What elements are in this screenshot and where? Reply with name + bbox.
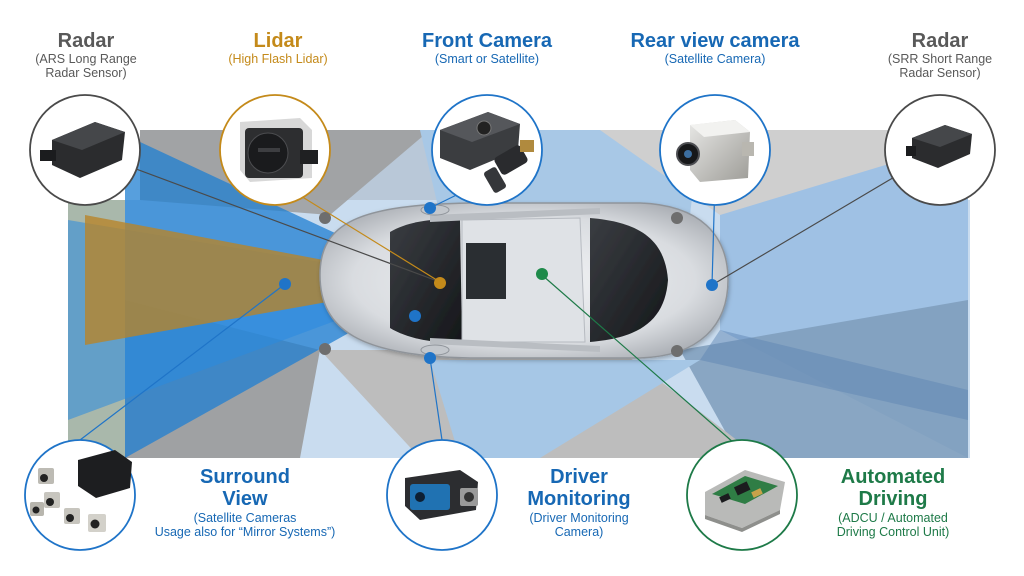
adcu-marker bbox=[536, 268, 548, 280]
driver-camera-marker bbox=[409, 310, 421, 322]
front-camera-subtitle: (Smart or Satellite) bbox=[434, 52, 540, 67]
bottom-camera-zone bbox=[430, 360, 700, 458]
sensor-markers bbox=[279, 202, 718, 364]
driver-monitoring-camera-icon bbox=[386, 439, 498, 551]
lidar-marker bbox=[434, 277, 446, 289]
label-rear-camera: Rear view camera (Satellite Camera) bbox=[612, 30, 818, 66]
label-radar-right: Radar (SRR Short Range Radar Sensor) bbox=[866, 30, 1014, 80]
surround-view-connector bbox=[79, 283, 286, 441]
automated-driving-connector bbox=[541, 274, 743, 451]
rear-camera-title: Rear view camera bbox=[630, 30, 800, 52]
driver-monitoring-subtitle: (Driver Monitoring bbox=[529, 510, 629, 525]
front-camera-icon bbox=[431, 94, 543, 206]
label-front-camera: Front Camera (Smart or Satellite) bbox=[398, 30, 576, 66]
rear-camera-icon bbox=[659, 94, 771, 206]
label-surround-view: Surround View (Satellite Cameras Usage a… bbox=[140, 466, 350, 539]
automated-driving-subtitle: (ADCU / Automated bbox=[838, 510, 948, 525]
surround-view-subtitle: Usage also for “Mirror Systems”) bbox=[154, 524, 336, 539]
rear-camera-subtitle: (Satellite Camera) bbox=[664, 52, 766, 67]
corner-marker bbox=[671, 212, 683, 224]
short-range-radar-icon bbox=[884, 94, 996, 206]
lidar-sensor-icon bbox=[219, 94, 331, 206]
driver-monitoring-connector bbox=[429, 357, 443, 441]
automated-driving-subtitle: Driving Control Unit) bbox=[836, 524, 950, 539]
control-unit-icon bbox=[686, 439, 798, 551]
label-driver-monitoring: Driver Monitoring (Driver Monitoring Cam… bbox=[506, 466, 652, 539]
driver-monitoring-title: Driver bbox=[550, 466, 608, 488]
radar-left-subtitle: Radar Sensor) bbox=[45, 66, 127, 81]
front-camera-title: Front Camera bbox=[421, 30, 553, 52]
front-camera-marker bbox=[424, 202, 436, 214]
label-lidar: Lidar (High Flash Lidar) bbox=[200, 30, 356, 66]
radar-right-subtitle: (SRR Short Range bbox=[887, 52, 993, 67]
radar-left-title: Radar bbox=[57, 30, 115, 52]
lidar-beam bbox=[85, 215, 440, 345]
driver-monitoring-subtitle: Camera) bbox=[554, 524, 604, 539]
radar-right-subtitle: Radar Sensor) bbox=[899, 66, 981, 81]
label-automated-driving: Automated Driving (ADCU / Automated Driv… bbox=[808, 466, 978, 539]
radar-left-subtitle: (ARS Long Range bbox=[35, 52, 137, 67]
car-top-view-icon bbox=[319, 202, 729, 359]
coverage-stripe bbox=[700, 330, 968, 420]
surround-view-subtitle: (Satellite Cameras bbox=[193, 510, 297, 525]
corner-marker bbox=[319, 343, 331, 355]
corner-marker bbox=[671, 345, 683, 357]
radar-right-title: Radar bbox=[911, 30, 969, 52]
surround-view-title: Surround bbox=[200, 466, 290, 488]
side-camera-marker bbox=[424, 352, 436, 364]
radar-marker bbox=[279, 278, 291, 290]
radar-left-connector bbox=[84, 149, 441, 283]
label-radar-left: Radar (ARS Long Range Radar Sensor) bbox=[12, 30, 160, 80]
surround-view-title: View bbox=[222, 488, 268, 511]
driver-monitoring-title: Monitoring bbox=[527, 488, 631, 511]
radar-sensor-icon bbox=[29, 94, 141, 206]
automated-driving-title: Driving bbox=[858, 488, 928, 511]
corner-marker bbox=[319, 212, 331, 224]
rear-camera-marker bbox=[706, 279, 718, 291]
automated-driving-title: Automated bbox=[840, 466, 946, 488]
satellite-cameras-icon bbox=[24, 439, 136, 551]
lidar-title: Lidar bbox=[253, 30, 303, 52]
lidar-subtitle: (High Flash Lidar) bbox=[228, 52, 328, 67]
